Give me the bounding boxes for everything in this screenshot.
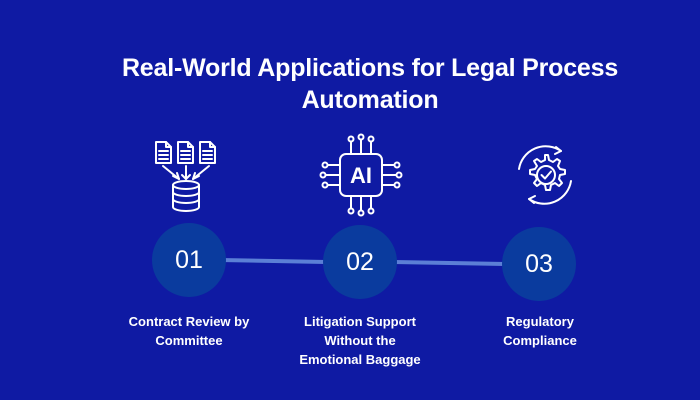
label-line: Litigation Support <box>304 314 416 329</box>
step-label-02: Litigation Support Without the Emotional… <box>275 312 445 369</box>
step-node-01: 01 <box>152 223 226 297</box>
label-line: Contract Review by <box>128 314 250 329</box>
documents-database-icon <box>155 141 216 212</box>
step-number: 01 <box>175 245 203 274</box>
connector-segment-1-2 <box>218 258 328 264</box>
label-line: Committee <box>155 333 223 348</box>
connector-segment-2-3 <box>392 260 507 266</box>
step-number: 02 <box>346 247 374 276</box>
gear-check-cycle-icon <box>518 145 572 205</box>
ai-chip-text: AI <box>350 163 372 188</box>
label-line: Emotional Baggage <box>299 352 421 367</box>
step-number: 03 <box>525 249 553 278</box>
step-node-02: 02 <box>323 225 397 299</box>
step-node-03: 03 <box>502 227 576 301</box>
label-line: Without the <box>324 333 396 348</box>
step-label-01: Contract Review by Committee <box>104 312 274 350</box>
page-title: Real-World Applications for Legal Proces… <box>40 52 700 116</box>
step-label-03: Regulatory Compliance <box>455 312 625 350</box>
label-line: Compliance <box>503 333 577 348</box>
label-line: Regulatory <box>506 314 574 329</box>
ai-chip-icon: AI <box>319 133 403 217</box>
title-line-1: Real-World Applications for Legal Proces… <box>121 54 619 82</box>
title-line-2: Automation <box>301 86 439 114</box>
